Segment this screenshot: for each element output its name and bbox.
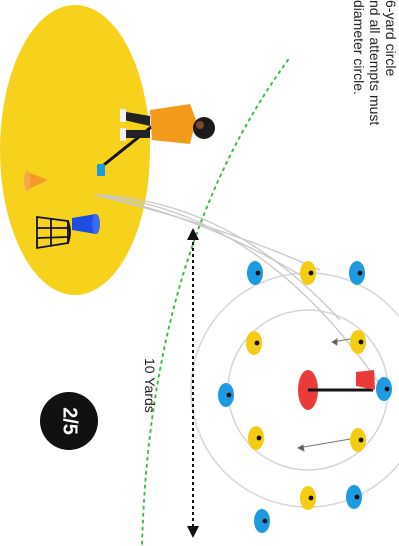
blue-marker — [376, 377, 392, 401]
putter-head — [97, 164, 105, 176]
blue-marker — [254, 509, 270, 533]
distance-arrow — [187, 228, 199, 538]
instruction-line: diameter circle. — [351, 0, 367, 95]
tee-zone — [0, 5, 150, 295]
instructions-text: 6-yard circle nd all attempts must diame… — [351, 0, 399, 125]
distance-label: 10 Yards — [142, 358, 158, 413]
golfer-shirt — [150, 104, 196, 144]
blue-marker — [247, 261, 263, 285]
instruction-line: 6-yard circle — [383, 0, 399, 77]
inner-markers — [246, 261, 366, 510]
blue-marker — [218, 383, 234, 407]
yellow-marker — [300, 486, 316, 510]
blue-marker — [349, 261, 365, 285]
golfer-head — [193, 117, 215, 139]
blue-bucket-icon — [72, 214, 100, 234]
page-indicator-text: 2/5 — [58, 407, 81, 435]
orange-cone-icon — [24, 171, 48, 191]
yellow-marker — [300, 261, 316, 285]
flag-icon — [298, 370, 375, 410]
instruction-line: nd all attempts must — [367, 0, 383, 126]
yellow-marker — [248, 426, 264, 450]
page-indicator-badge: 2/5 — [40, 392, 98, 450]
ball-basket-icon — [36, 215, 71, 250]
ball-paths — [94, 194, 381, 386]
outer-markers — [218, 261, 392, 533]
yellow-marker — [350, 330, 366, 354]
blue-marker — [346, 485, 362, 509]
yellow-marker — [350, 428, 366, 452]
golfer-figure — [97, 104, 215, 176]
boundary-arc — [141, 59, 289, 546]
yellow-marker — [246, 331, 262, 355]
